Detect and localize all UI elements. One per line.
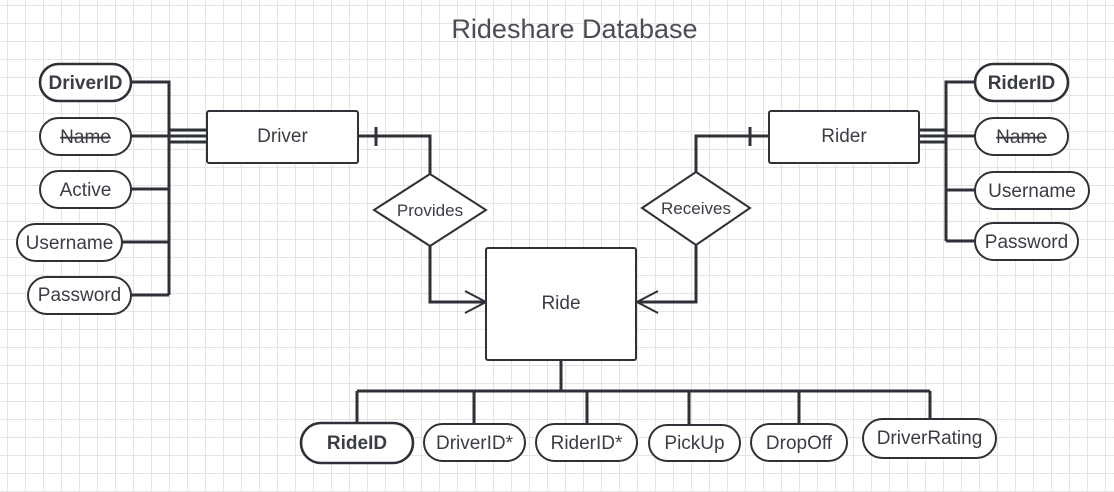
rider-attr-username: Username xyxy=(974,171,1090,210)
entity-driver: Driver xyxy=(206,110,359,164)
driver-attr-password-label: Password xyxy=(38,285,121,306)
rider-attr-username-label: Username xyxy=(988,181,1076,202)
relationship-provides: Provides xyxy=(372,172,488,248)
rider-attr-riderid: RiderID xyxy=(973,62,1070,103)
driver-attr-username: Username xyxy=(16,223,123,262)
driver-attr-name: Name xyxy=(39,117,132,156)
entity-rider: Rider xyxy=(768,110,920,164)
ride-attr-pickup: PickUp xyxy=(648,424,741,462)
rider-attr-name-label: Name xyxy=(996,127,1047,148)
ride-attr-riderid-label: RiderID* xyxy=(551,433,623,454)
ride-attr-driverid: DriverID* xyxy=(423,423,526,462)
rider-attr-riderid-label: RiderID xyxy=(988,73,1056,94)
driver-attr-driverid: DriverID xyxy=(38,62,133,103)
entity-rider-label: Rider xyxy=(821,126,867,147)
driver-attr-username-label: Username xyxy=(26,233,114,254)
driver-attribute-connectors xyxy=(122,80,207,297)
entity-ride: Ride xyxy=(485,247,637,361)
relationship-receives: Receives xyxy=(640,170,752,247)
driver-attr-active-label: Active xyxy=(60,180,112,201)
rider-attr-password-label: Password xyxy=(985,232,1068,253)
driver-attr-active: Active xyxy=(39,170,132,209)
diagram-title: Rideshare Database xyxy=(451,14,698,44)
rider-attribute-connectors xyxy=(919,80,975,243)
driver-attr-driverid-label: DriverID xyxy=(49,73,123,94)
driver-attr-name-label: Name xyxy=(60,127,111,148)
ride-attribute-connectors xyxy=(355,360,932,425)
ride-attr-dropoff-label: DropOff xyxy=(766,433,833,454)
rider-receives-ride-connector xyxy=(634,127,769,314)
driver-attr-password: Password xyxy=(27,276,132,315)
relationship-receives-label: Receives xyxy=(661,199,731,218)
ride-attr-driverrating-label: DriverRating xyxy=(877,428,983,449)
ride-attr-rideid: RideID xyxy=(299,421,415,465)
rider-attr-password: Password xyxy=(974,222,1079,261)
ride-attr-dropoff: DropOff xyxy=(750,423,848,462)
ride-attr-driverid-label: DriverID* xyxy=(436,433,514,454)
ride-attr-riderid: RiderID* xyxy=(535,423,638,462)
ride-attr-driverrating: DriverRating xyxy=(862,418,997,459)
ride-attr-pickup-label: PickUp xyxy=(664,433,724,454)
rider-attr-name: Name xyxy=(974,117,1069,156)
entity-ride-label: Ride xyxy=(541,293,580,314)
ride-attr-rideid-label: RideID xyxy=(327,433,387,454)
entity-driver-label: Driver xyxy=(257,126,308,147)
relationship-provides-label: Provides xyxy=(397,201,463,220)
